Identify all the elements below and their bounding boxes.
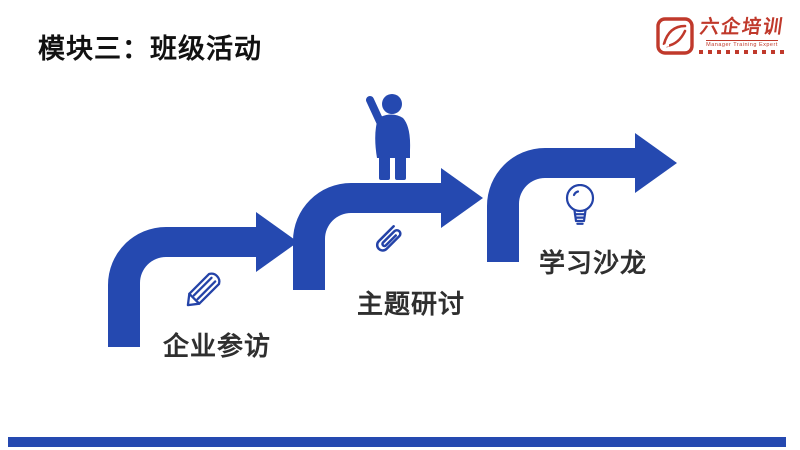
paperclip-icon (375, 225, 402, 252)
step-arrow-3 (487, 133, 677, 262)
logo-tagline: Manager Training Expert (706, 40, 778, 48)
logo-text-block: 六企培训 Manager Training Expert (699, 17, 786, 54)
step-arrow-2 (293, 168, 483, 290)
step-label-3: 学习沙龙 (539, 248, 648, 278)
lightbulb-icon (565, 184, 595, 225)
pencil-icon (186, 272, 221, 307)
step-label-2: 主题研讨 (357, 289, 466, 319)
company-logo: 六企培训 Manager Training Expert (656, 17, 786, 55)
person-raising-hand-icon (366, 94, 411, 180)
bottom-accent-bar (8, 437, 786, 447)
logo-emblem-icon (656, 17, 694, 55)
step-arrow-1 (108, 212, 298, 347)
page-title: 模块三：班级活动 (38, 34, 262, 64)
logo-decorative-dots (699, 50, 785, 54)
step-label-1: 企业参访 (163, 331, 272, 361)
